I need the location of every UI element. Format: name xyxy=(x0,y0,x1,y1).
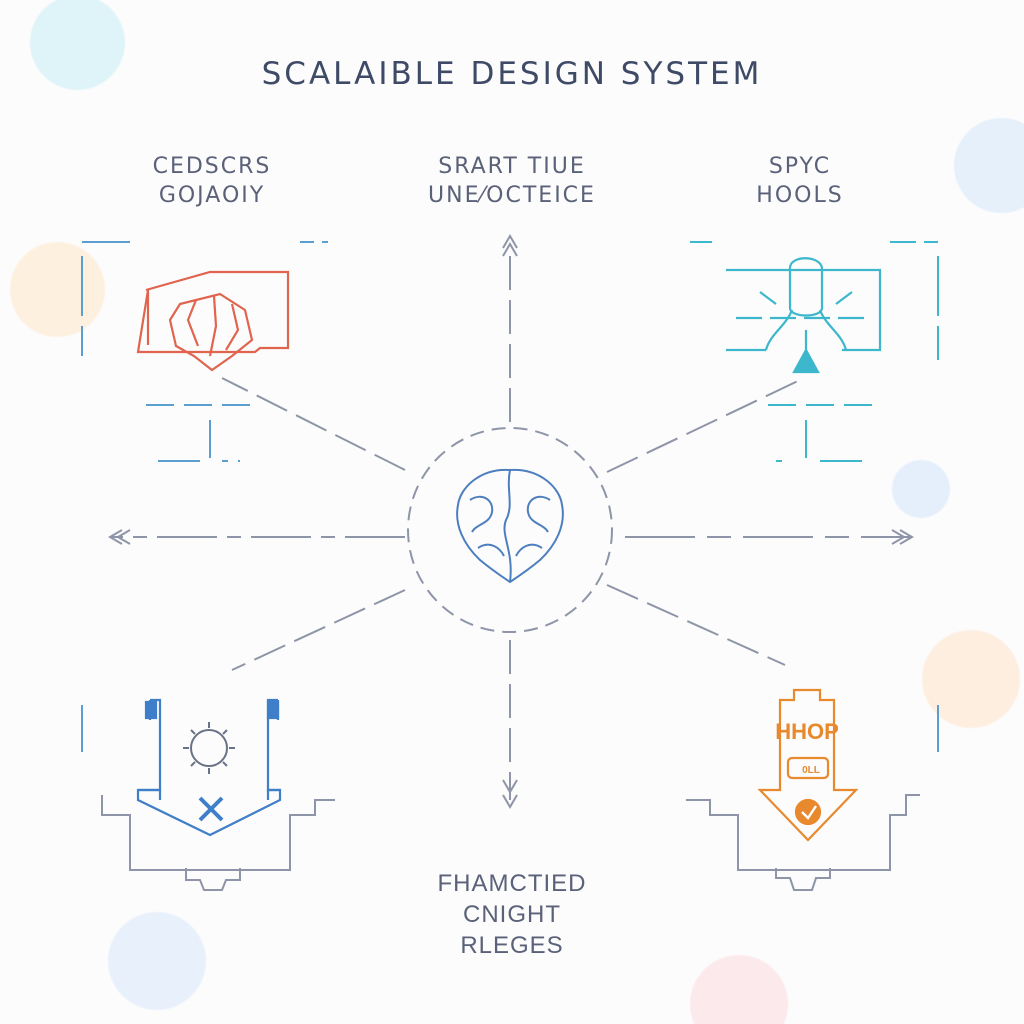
sun-icon xyxy=(183,722,235,774)
node-label-top-center: SRART TIUE UNE⁄OCTEICE xyxy=(380,152,644,210)
shop-pill-text: 0LL xyxy=(802,765,820,776)
node-label-top-left: CEDSCRS GOJAOIY xyxy=(92,152,332,210)
node-bottom-right: HHOP 0LL xyxy=(686,688,939,891)
arrow-right-icon xyxy=(891,529,914,545)
arrowheads xyxy=(108,234,914,809)
label-line: SRART TIUE xyxy=(438,154,586,179)
connector-top-left xyxy=(221,377,406,471)
shop-sign-icon xyxy=(757,688,859,842)
shop-badge-text: HHOP xyxy=(775,719,839,744)
arrow-left-icon xyxy=(108,529,131,545)
node-bottom-left xyxy=(81,698,335,891)
folder-icon xyxy=(136,270,290,372)
connector-bottom-right xyxy=(606,584,786,666)
figure-icon xyxy=(726,257,882,374)
node-label-bottom-center: FHAMCTIED CNIGHT RLEGES xyxy=(380,868,644,961)
diagram-title: SCALAIBLE DESIGN SYSTEM xyxy=(261,56,763,92)
label-line: SPYC xyxy=(768,154,832,179)
decor-bubble xyxy=(108,912,206,1010)
arrow-up-icon xyxy=(502,234,518,257)
connector-bottom-left xyxy=(231,589,406,671)
decor-bubble xyxy=(10,242,105,337)
label-line: FHAMCTIED xyxy=(437,870,587,897)
node-label-top-right: SPYC HOOLS xyxy=(700,152,900,210)
decor-bubble xyxy=(954,118,1024,213)
connector-top-right xyxy=(606,379,801,473)
decor-bubble xyxy=(690,955,788,1024)
hub-ring xyxy=(407,427,613,633)
decor-bubble xyxy=(892,460,950,518)
steps-outline xyxy=(686,794,920,891)
close-icon xyxy=(198,796,224,822)
bracket-frame xyxy=(81,241,328,462)
label-line: GOJAOIY xyxy=(158,183,266,208)
connector-lines xyxy=(112,250,910,800)
node-top-right xyxy=(690,241,939,462)
label-line: CEDSCRS xyxy=(152,154,272,179)
label-line: CNIGHT xyxy=(463,901,561,928)
label-line: UNE⁄OCTEICE xyxy=(428,183,596,208)
steps-outline xyxy=(101,795,335,891)
decor-bubble xyxy=(30,0,125,90)
label-line: HOOLS xyxy=(756,183,844,208)
arrow-down-icon xyxy=(502,779,518,809)
bracket-frame xyxy=(690,241,939,462)
hub-brain-icon xyxy=(456,468,564,584)
hub-node xyxy=(407,427,613,633)
shield-tray-icon xyxy=(136,698,282,837)
label-line: RLEGES xyxy=(460,932,564,959)
node-top-left xyxy=(81,241,328,462)
